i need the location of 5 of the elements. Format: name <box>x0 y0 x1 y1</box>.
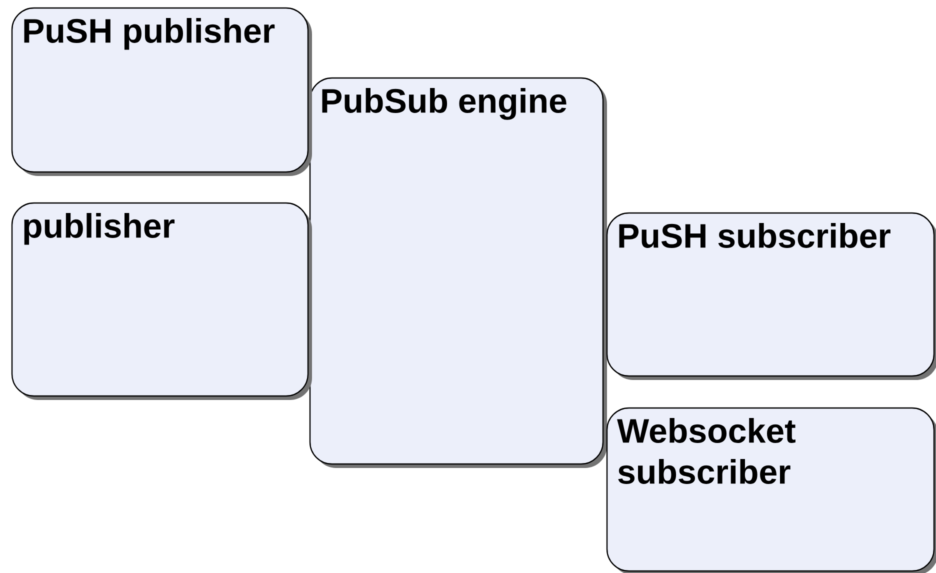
process-box: PuSH publisher <box>11 7 312 176</box>
process-box: PuSH subscriber <box>606 212 936 380</box>
process-box: PubSub engine <box>309 77 607 468</box>
process-box: publisher <box>11 202 312 400</box>
process-box: Websocket subscriber <box>606 407 936 573</box>
